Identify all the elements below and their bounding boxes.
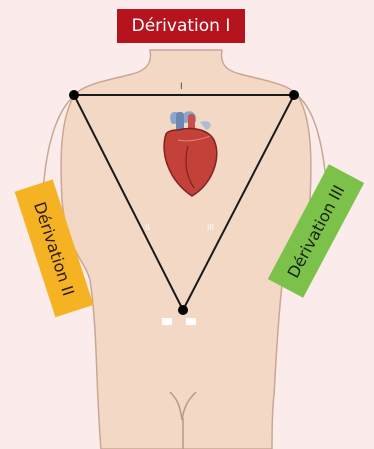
marker-left (162, 318, 172, 325)
marker-right (186, 318, 196, 325)
lead-i-text: Dérivation I (132, 16, 231, 36)
electrode-left-arm (289, 90, 299, 100)
side-label-i: I (180, 82, 183, 92)
side-label-iii: III (207, 223, 214, 232)
electrode-left-leg (178, 305, 188, 315)
lead-iii-text: Dérivation III (284, 181, 349, 280)
side-label-ii: II (145, 223, 150, 232)
electrode-right-arm (69, 90, 79, 100)
lead-ii-text: Dérivation II (30, 199, 78, 298)
lead-i-label: Dérivation I (117, 9, 245, 43)
